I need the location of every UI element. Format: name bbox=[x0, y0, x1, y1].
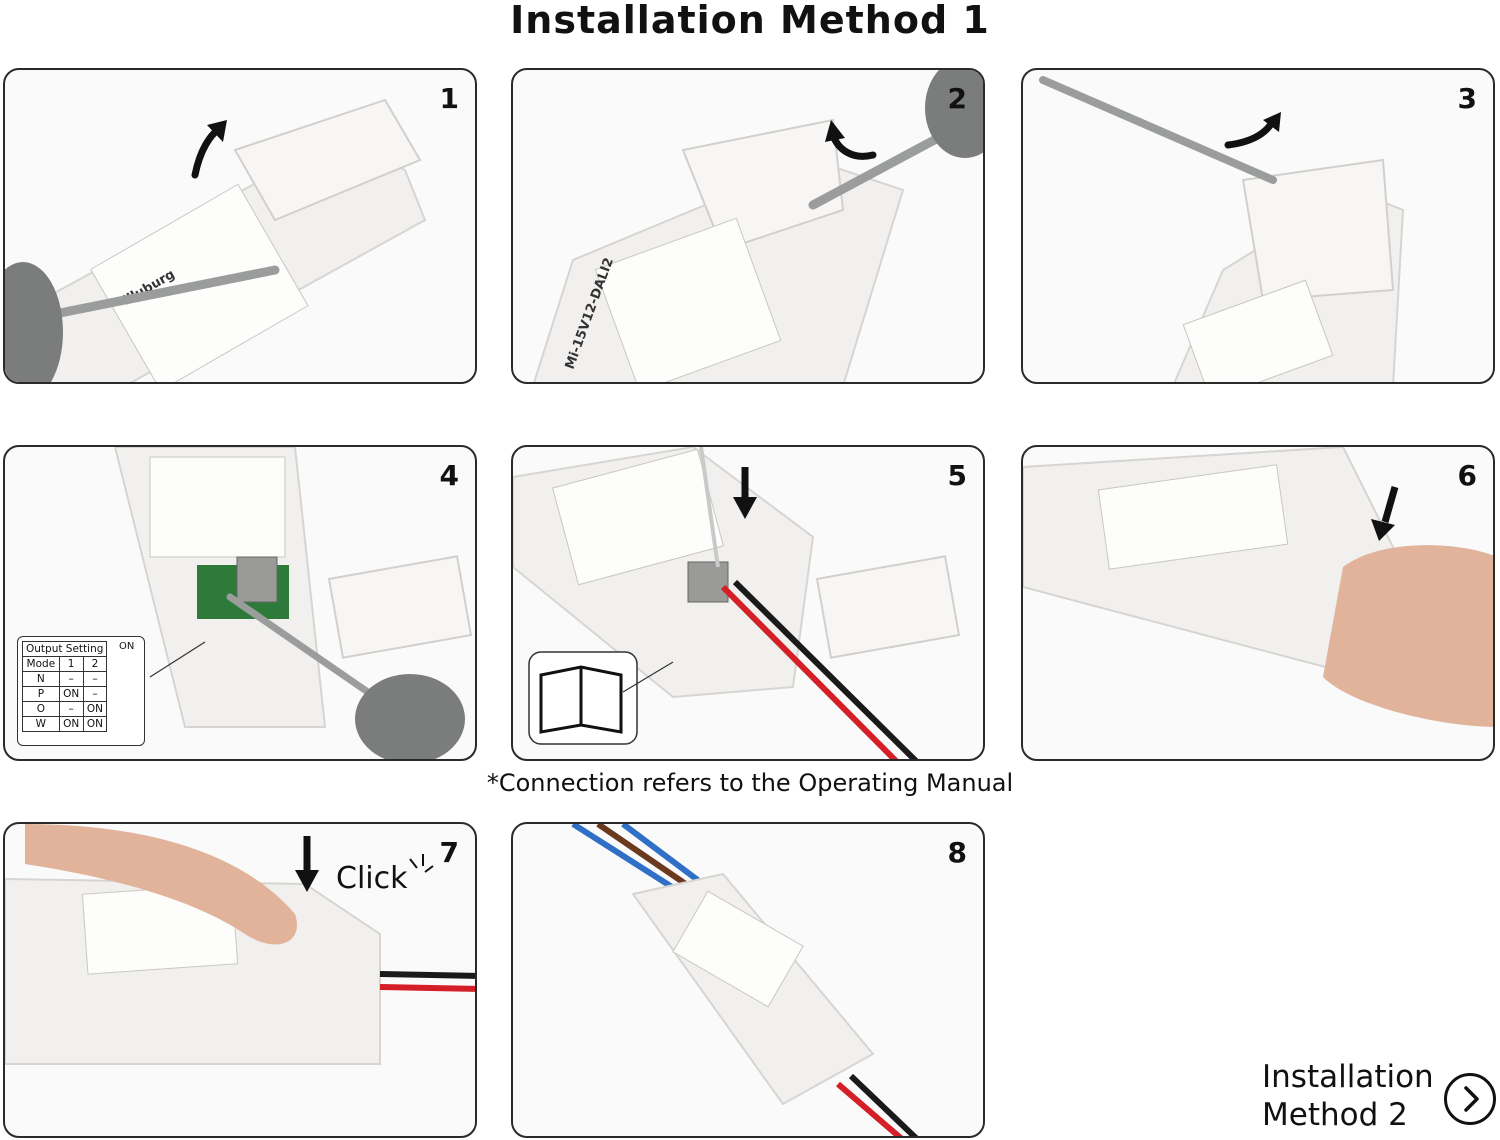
step-panel-2: Mi-15V12-DALI2 2 bbox=[511, 68, 985, 384]
dip-switch-on-label: ON bbox=[119, 641, 135, 652]
driver-click-illustration bbox=[5, 824, 475, 1065]
driver-installed-illustration bbox=[571, 824, 919, 1136]
next-method-label[interactable]: Installation Method 2 bbox=[1262, 1058, 1442, 1134]
connection-note: *Connection refers to the Operating Manu… bbox=[486, 769, 1014, 797]
next-method-line-2: Method 2 bbox=[1262, 1097, 1408, 1133]
driver-open-compartment-illustration bbox=[113, 447, 473, 759]
output-setting-title: Output Setting bbox=[21, 641, 108, 657]
table-row: O – ON bbox=[22, 701, 108, 717]
step-panel-6: 6 bbox=[1021, 445, 1495, 761]
table-cell: ON bbox=[58, 686, 84, 702]
table-row: N – – bbox=[22, 671, 108, 687]
step-number: 6 bbox=[1457, 459, 1477, 492]
table-row: W ON ON bbox=[22, 716, 108, 732]
table-cell: – bbox=[82, 671, 108, 687]
click-label: Click bbox=[336, 861, 408, 896]
table-cell: P bbox=[22, 686, 60, 702]
step-number: 4 bbox=[439, 459, 459, 492]
table-header-cell: 2 bbox=[82, 656, 108, 672]
step-number: 7 bbox=[439, 836, 459, 869]
step-number: 2 bbox=[947, 82, 967, 115]
table-cell: W bbox=[22, 716, 60, 732]
driver-housing-illustration: illuburg bbox=[5, 98, 427, 382]
step-panel-3: 3 bbox=[1021, 68, 1495, 384]
step-number: 8 bbox=[947, 836, 967, 869]
table-cell: – bbox=[58, 671, 84, 687]
output-setting-table: Output Setting Mode 1 2 N – – P ON – O –… bbox=[17, 636, 145, 746]
table-cell: O bbox=[22, 701, 60, 717]
step-number: 1 bbox=[439, 82, 459, 115]
next-method-line-1: Installation bbox=[1262, 1059, 1434, 1095]
driver-wiring-illustration bbox=[513, 447, 961, 759]
table-cell: ON bbox=[82, 716, 108, 732]
table-cell: ON bbox=[82, 701, 108, 717]
driver-closing-illustration bbox=[1023, 447, 1493, 727]
step-panel-1: illuburg 1 bbox=[3, 68, 477, 384]
table-row: P ON – bbox=[22, 686, 108, 702]
driver-housing-illustration bbox=[1039, 76, 1405, 382]
step-number: 3 bbox=[1457, 82, 1477, 115]
step-panel-7: 7 bbox=[3, 822, 477, 1138]
chevron-right-circle-icon[interactable] bbox=[1444, 1073, 1496, 1125]
page-title: Installation Method 1 bbox=[510, 0, 990, 42]
driver-housing-illustration: Mi-15V12-DALI2 bbox=[533, 70, 983, 382]
table-header-cell: Mode bbox=[22, 656, 60, 672]
step-number: 5 bbox=[947, 459, 967, 492]
table-cell: – bbox=[82, 686, 108, 702]
table-cell: N bbox=[22, 671, 60, 687]
step-panel-8: 8 bbox=[511, 822, 985, 1138]
table-cell: ON bbox=[58, 716, 84, 732]
table-header-cell: 1 bbox=[58, 656, 84, 672]
table-cell: – bbox=[58, 701, 84, 717]
step-panel-5: 5 bbox=[511, 445, 985, 761]
